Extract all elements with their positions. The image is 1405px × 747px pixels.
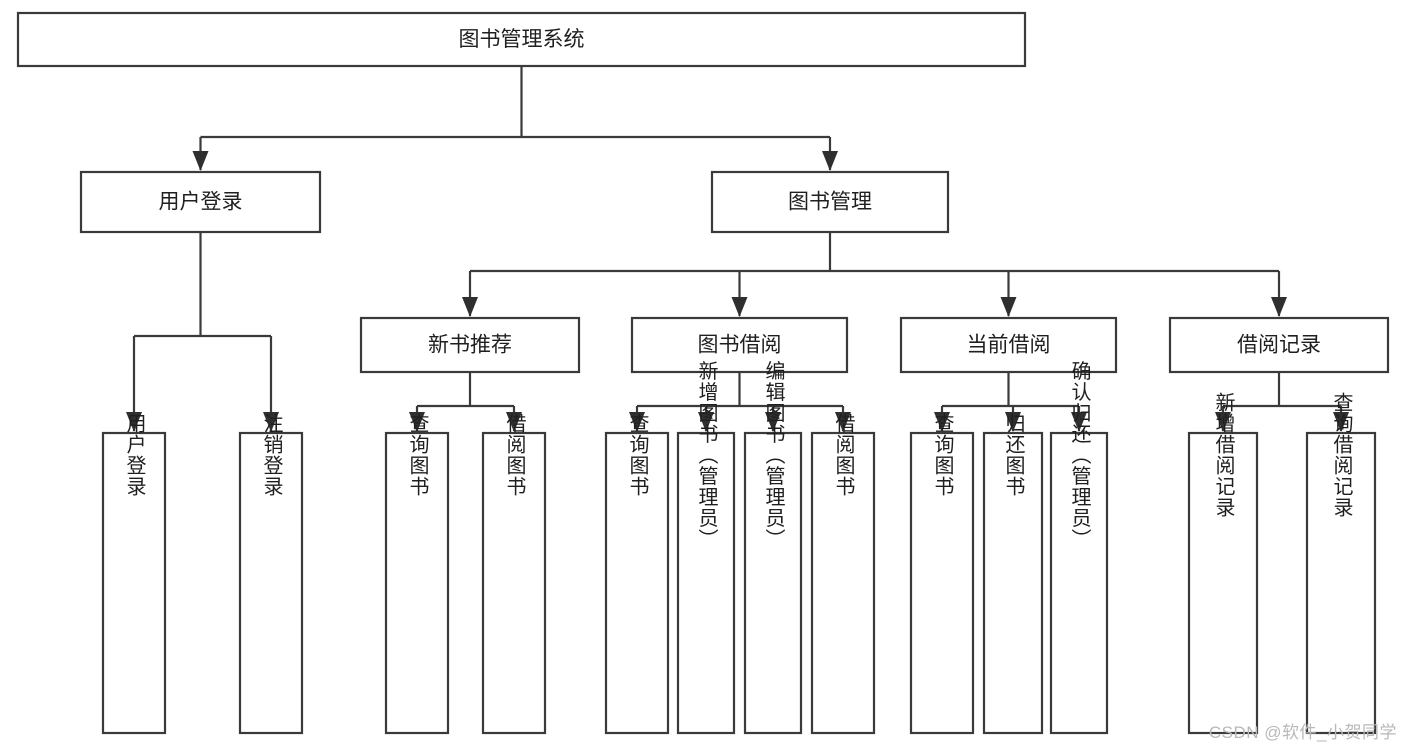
node-label: 用户登录	[123, 413, 146, 497]
node-box	[481, 431, 547, 735]
node-box	[899, 316, 1118, 374]
node-label: 新增图书（管理员）	[695, 360, 718, 549]
node-label: 查询借阅记录	[1330, 392, 1353, 518]
node-n-book-borrow[interactable]: 图书借阅	[630, 316, 849, 374]
node-l-add-book[interactable]: 新增图书（管理员）	[676, 360, 736, 735]
edge-arrowhead	[835, 412, 851, 432]
node-l-user-login[interactable]: 用户登录	[101, 413, 167, 735]
node-box	[676, 431, 736, 735]
node-box	[1168, 316, 1390, 374]
edge-arrowhead	[506, 412, 522, 432]
node-label: 用户登录	[159, 191, 243, 214]
node-label: 借阅图书	[832, 413, 855, 497]
edge-arrowhead	[765, 412, 781, 432]
node-box	[604, 431, 670, 735]
node-label: 新增借阅记录	[1212, 392, 1235, 518]
node-layer: 图书管理系统用户登录图书管理新书推荐图书借阅当前借阅借阅记录用户登录注销登录查询…	[16, 11, 1390, 735]
node-l-query-book-c[interactable]: 查询图书	[909, 413, 975, 735]
node-box	[630, 316, 849, 374]
node-box	[101, 431, 167, 735]
node-box	[982, 431, 1044, 735]
node-l-add-record[interactable]: 新增借阅记录	[1187, 392, 1259, 735]
node-l-return-book[interactable]: 归还图书	[982, 413, 1044, 735]
node-root[interactable]: 图书管理系统	[16, 11, 1027, 68]
node-box	[1187, 431, 1259, 735]
node-l-query-record[interactable]: 查询借阅记录	[1305, 392, 1377, 735]
node-l-query-book-a[interactable]: 查询图书	[384, 413, 450, 735]
node-label: 当前借阅	[967, 334, 1051, 357]
node-box	[16, 11, 1027, 68]
edge-arrowhead	[822, 151, 838, 171]
edge-arrowhead	[1005, 412, 1021, 432]
node-box	[79, 170, 322, 234]
node-l-query-book-b[interactable]: 查询图书	[604, 413, 670, 735]
node-n-user-login[interactable]: 用户登录	[79, 170, 322, 234]
node-label: 图书借阅	[698, 334, 782, 357]
node-label: 借阅图书	[503, 413, 526, 497]
connector-layer	[126, 66, 1349, 432]
edge-arrowhead	[462, 297, 478, 317]
node-label: 新书推荐	[428, 334, 512, 357]
edge-arrowhead	[192, 151, 209, 171]
edge-arrowhead	[1333, 412, 1349, 432]
node-box	[710, 170, 950, 234]
node-n-new-book-rec[interactable]: 新书推荐	[359, 316, 581, 374]
node-label: 注销登录	[260, 413, 283, 497]
node-n-book-manage[interactable]: 图书管理	[710, 170, 950, 234]
node-box	[810, 431, 876, 735]
node-n-borrow-record[interactable]: 借阅记录	[1168, 316, 1390, 374]
node-l-borrow-book-a[interactable]: 借阅图书	[481, 413, 547, 735]
edge-arrowhead	[1215, 412, 1231, 432]
edge-arrowhead	[263, 412, 279, 432]
edge-arrowhead	[409, 412, 425, 432]
node-box	[238, 431, 304, 735]
edge-arrowhead	[1071, 412, 1087, 432]
node-l-confirm-return[interactable]: 确认归还（管理员）	[1049, 360, 1109, 735]
node-label: 查询图书	[931, 413, 954, 497]
node-label: 查询图书	[406, 413, 429, 497]
node-l-borrow-book-b[interactable]: 借阅图书	[810, 413, 876, 735]
node-n-current-borrow[interactable]: 当前借阅	[899, 316, 1118, 374]
node-label: 查询图书	[626, 413, 649, 497]
node-box	[1305, 431, 1377, 735]
node-label: 图书管理	[788, 191, 872, 214]
edge-arrowhead	[629, 412, 645, 432]
edge-arrowhead	[731, 297, 748, 317]
node-box	[743, 431, 803, 735]
node-box	[1049, 431, 1109, 735]
edge-arrowhead	[1271, 297, 1287, 317]
node-label: 编辑图书（管理员）	[762, 360, 785, 549]
edge-arrowhead	[934, 412, 950, 432]
edge-arrowhead	[126, 412, 142, 432]
edge-arrowhead	[698, 412, 714, 432]
node-l-edit-book[interactable]: 编辑图书（管理员）	[743, 360, 803, 735]
node-box	[359, 316, 581, 374]
edge-arrowhead	[1000, 297, 1017, 317]
node-label: 归还图书	[1002, 413, 1025, 497]
node-box	[384, 431, 450, 735]
node-label: 确认归还（管理员）	[1068, 360, 1091, 549]
node-box	[909, 431, 975, 735]
node-l-user-logout[interactable]: 注销登录	[238, 413, 304, 735]
node-label: 借阅记录	[1237, 334, 1321, 357]
node-label: 图书管理系统	[459, 28, 585, 51]
